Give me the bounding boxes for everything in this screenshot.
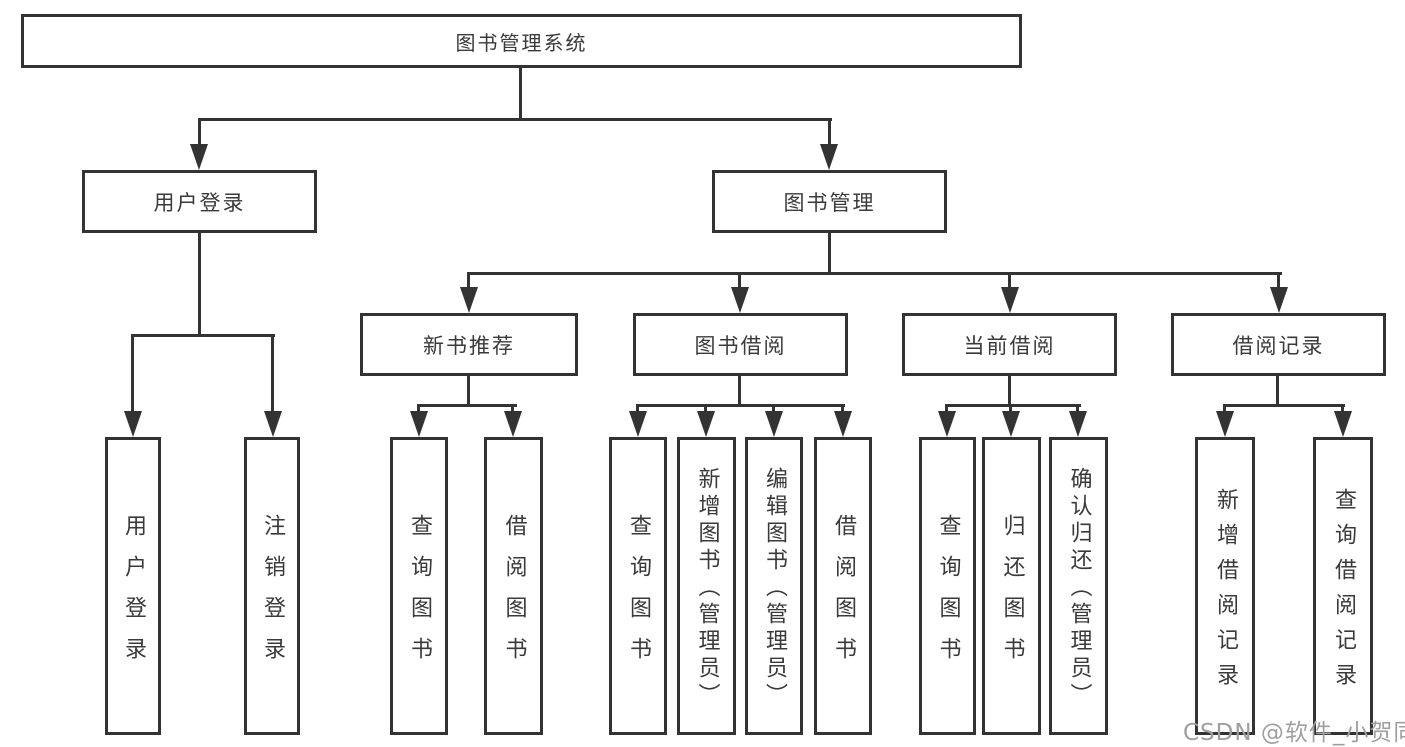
csdn-watermark: CSDN @软件_小贺同学	[1183, 720, 1405, 746]
leaf-confirm-return-admin: 确认归还（管理员）	[1049, 437, 1108, 735]
arrowhead-down-icon	[1334, 411, 1352, 437]
connector-line	[841, 404, 844, 414]
node-book-borrowing: 图书借阅	[633, 313, 848, 376]
connector-line	[1223, 404, 1226, 414]
connector-line	[636, 404, 639, 414]
arrowhead-down-icon	[1002, 411, 1020, 437]
leaf-query-borrow-record-label: 查询借阅记录	[1331, 487, 1356, 698]
leaf-add-borrow-record: 新增借阅记录	[1195, 437, 1255, 735]
connector-line	[828, 118, 831, 148]
connector-line	[198, 231, 201, 336]
arrowhead-down-icon	[731, 287, 749, 313]
node-new-book-recommendation: 新书推荐	[360, 313, 578, 376]
leaf-logout: 注销登录	[244, 437, 300, 735]
connector-line	[738, 375, 741, 406]
leaf-edit-books-admin-label: 编辑图书（管理员）	[762, 467, 787, 710]
arrowhead-down-icon	[765, 411, 783, 437]
arrowhead-down-icon	[1216, 411, 1234, 437]
node-book-management: 图书管理	[712, 170, 947, 233]
connector-line	[417, 404, 420, 414]
connector-line	[704, 404, 707, 414]
leaf-add-books-admin: 新增图书（管理员）	[677, 437, 736, 735]
connector-line	[738, 272, 741, 290]
connector-line	[945, 404, 948, 414]
leaf-logout-label: 注销登录	[260, 513, 285, 678]
leaf-query-books-borrowing: 查询图书	[609, 437, 667, 735]
leaf-borrow-books-label: 借阅图书	[831, 513, 856, 678]
arrowhead-down-icon	[410, 411, 428, 437]
connector-line	[828, 231, 831, 274]
connector-line	[519, 66, 522, 119]
connector-line	[1076, 404, 1079, 414]
arrowhead-down-icon	[190, 144, 208, 170]
leaf-borrow-books-recommend-label: 借阅图书	[501, 513, 527, 678]
arrowhead-down-icon	[820, 144, 838, 170]
connector-line	[198, 118, 832, 121]
arrowhead-down-icon	[504, 411, 522, 437]
leaf-query-books-recommend: 查询图书	[390, 437, 448, 735]
leaf-return-books-label: 归还图书	[999, 513, 1025, 678]
connector-line	[1341, 404, 1344, 414]
connector-line	[1008, 375, 1011, 406]
node-user-login: 用户登录	[82, 170, 317, 233]
connector-line	[131, 334, 134, 414]
connector-line	[1223, 404, 1345, 407]
connector-line	[1009, 404, 1012, 414]
connector-line	[417, 404, 517, 407]
leaf-query-borrow-record: 查询借阅记录	[1313, 437, 1373, 735]
leaf-user-login: 用户登录	[105, 437, 161, 735]
arrowhead-down-icon	[938, 411, 956, 437]
connector-line	[271, 334, 274, 414]
leaf-borrow-books-recommend: 借阅图书	[484, 437, 543, 735]
arrowhead-down-icon	[629, 411, 647, 437]
leaf-query-books-borrowing-label: 查询图书	[626, 513, 651, 678]
arrowhead-down-icon	[460, 287, 478, 313]
arrowhead-down-icon	[697, 411, 715, 437]
connector-line	[467, 272, 470, 290]
node-borrowing-records: 借阅记录	[1171, 313, 1386, 376]
connector-line	[467, 272, 1282, 275]
connector-line	[945, 404, 1081, 407]
connector-line	[1276, 375, 1279, 406]
arrowhead-down-icon	[1001, 287, 1019, 313]
leaf-query-books-recommend-label: 查询图书	[407, 513, 432, 678]
connector-line	[131, 334, 275, 337]
connector-line	[198, 118, 201, 148]
leaf-return-books: 归还图书	[982, 437, 1041, 735]
leaf-query-books-current: 查询图书	[919, 437, 976, 735]
leaf-confirm-return-admin-label: 确认归还（管理员）	[1066, 467, 1092, 710]
arrowhead-down-icon	[834, 411, 852, 437]
connector-line	[772, 404, 775, 414]
arrowhead-down-icon	[264, 411, 282, 437]
connector-line	[636, 404, 845, 407]
leaf-query-books-current-label: 查询图书	[935, 513, 961, 678]
connector-line	[467, 375, 470, 406]
leaf-borrow-books: 借阅图书	[814, 437, 872, 735]
connector-line	[1008, 272, 1011, 290]
leaf-add-borrow-record-label: 新增借阅记录	[1213, 487, 1238, 698]
leaf-user-login-label: 用户登录	[121, 513, 146, 678]
leaf-edit-books-admin: 编辑图书（管理员）	[745, 437, 803, 735]
node-library-management-system: 图书管理系统	[21, 14, 1022, 68]
arrowhead-down-icon	[1270, 287, 1288, 313]
node-current-borrowing: 当前借阅	[902, 313, 1117, 376]
arrowhead-down-icon	[124, 411, 142, 437]
connector-line	[511, 404, 514, 414]
leaf-add-books-admin-label: 新增图书（管理员）	[694, 467, 720, 710]
arrowhead-down-icon	[1069, 411, 1087, 437]
connector-line	[1277, 272, 1280, 290]
